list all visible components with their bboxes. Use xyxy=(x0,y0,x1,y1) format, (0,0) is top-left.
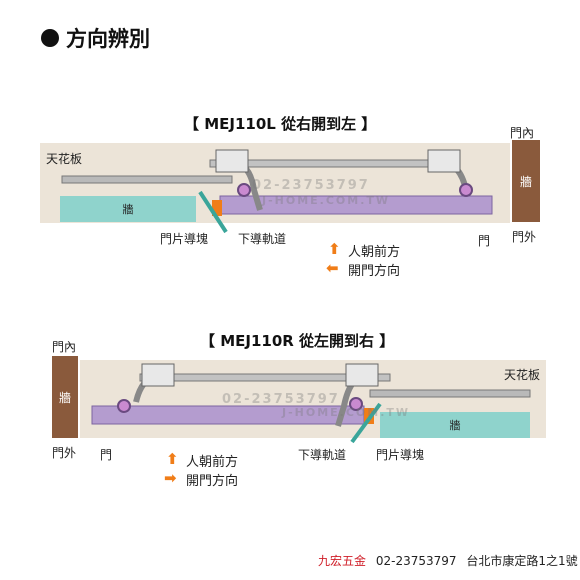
diagram1-bracket-right xyxy=(427,149,461,173)
diagram2-lower-track-label: 下導軌道 xyxy=(298,448,347,462)
diagram2-person-direction-label: 人朝前方 xyxy=(186,455,239,470)
diagram2-ceiling-label: 天花板 xyxy=(504,368,541,382)
footer-phone: 02-23753797 xyxy=(375,554,457,568)
diagram2-watermark-site: J-HOME.COM.TW xyxy=(282,406,411,419)
diagram1-mechanism xyxy=(61,149,493,234)
diagram2-roller-right xyxy=(349,397,363,411)
diagram1-door-label: 門 xyxy=(478,234,491,248)
diagram2-top-rail xyxy=(139,373,391,382)
title-bullet xyxy=(41,29,59,47)
diagram1-lower-track xyxy=(198,190,228,234)
footer-brand: 九宏五金 xyxy=(318,554,367,568)
diagram2-floor-wall-label: 牆 xyxy=(449,419,461,432)
diagram2-watermark-phone: 02-23753797 xyxy=(222,392,340,407)
diagram1-roller-left xyxy=(237,183,251,197)
diagram1-wall-label: 牆 xyxy=(519,174,532,189)
diagram1-person-direction-label: 人朝前方 xyxy=(348,245,401,260)
diagram2-heading: 【 MEJ110R 從左開到右 】 xyxy=(200,332,395,350)
footer-address: 台北市康定路1之1號 xyxy=(466,554,578,568)
diagram2-door-open-direction-label: 開門方向 xyxy=(186,474,239,489)
diagram2-wall-label: 牆 xyxy=(58,390,71,405)
diagram1-roller-right xyxy=(459,183,473,197)
diagram2-roller-left xyxy=(117,399,131,413)
diagram1-wall-outside-label: 門外 xyxy=(512,230,537,244)
diagram1-up-arrow-icon: ⬆ xyxy=(328,240,341,258)
diagram2-mechanism xyxy=(91,363,531,444)
diagram1-door-open-direction-label: 開門方向 xyxy=(348,264,401,279)
diagram1-left-arrow-icon: ⬅ xyxy=(326,259,339,277)
diagram2-wall-inside-label: 門內 xyxy=(52,340,77,354)
diagram2-bracket-right xyxy=(345,363,379,387)
diagram2-door-guide-label: 門片導塊 xyxy=(376,448,425,462)
diagram1-watermark-site: J-HOME.COM.TW xyxy=(262,194,391,207)
diagram1-heading: 【 MEJ110L 從右開到左 】 xyxy=(184,115,377,133)
diagram1-bracket-left xyxy=(215,149,249,173)
diagram1-upper-track-left xyxy=(61,175,233,184)
diagram2-bracket-left xyxy=(141,363,175,387)
diagram1-floor-wall-label: 牆 xyxy=(122,203,134,216)
diagram1-door-guide-label: 門片導塊 xyxy=(160,232,209,246)
diagram2-lower-track xyxy=(350,402,382,444)
diagram2-floor-wall: 牆 xyxy=(380,412,530,438)
diagram2-up-arrow-icon: ⬆ xyxy=(166,450,179,468)
diagram1-guide-block xyxy=(212,200,222,216)
diagram1-ceiling-label: 天花板 xyxy=(46,152,83,166)
footer: 九宏五金 02-23753797 台北市康定路1之1號 xyxy=(318,552,578,569)
diagram2-right-arrow-icon: ➡ xyxy=(164,469,177,487)
diagram1-watermark-phone: 02-23753797 xyxy=(252,178,370,193)
diagram1-wall: 牆 xyxy=(512,140,540,222)
diagram2-door-label: 門 xyxy=(100,448,113,462)
diagram1-floor-wall: 牆 xyxy=(60,196,196,222)
diagram1-wall-inside-label: 門內 xyxy=(510,126,535,140)
diagram2-upper-track-right xyxy=(369,389,531,398)
diagram1-lower-track-label: 下導軌道 xyxy=(238,232,287,246)
diagram2-wall-outside-label: 門外 xyxy=(52,446,77,460)
page-title: 方向辨別 xyxy=(66,27,150,51)
diagram2-wall: 牆 xyxy=(52,356,78,438)
